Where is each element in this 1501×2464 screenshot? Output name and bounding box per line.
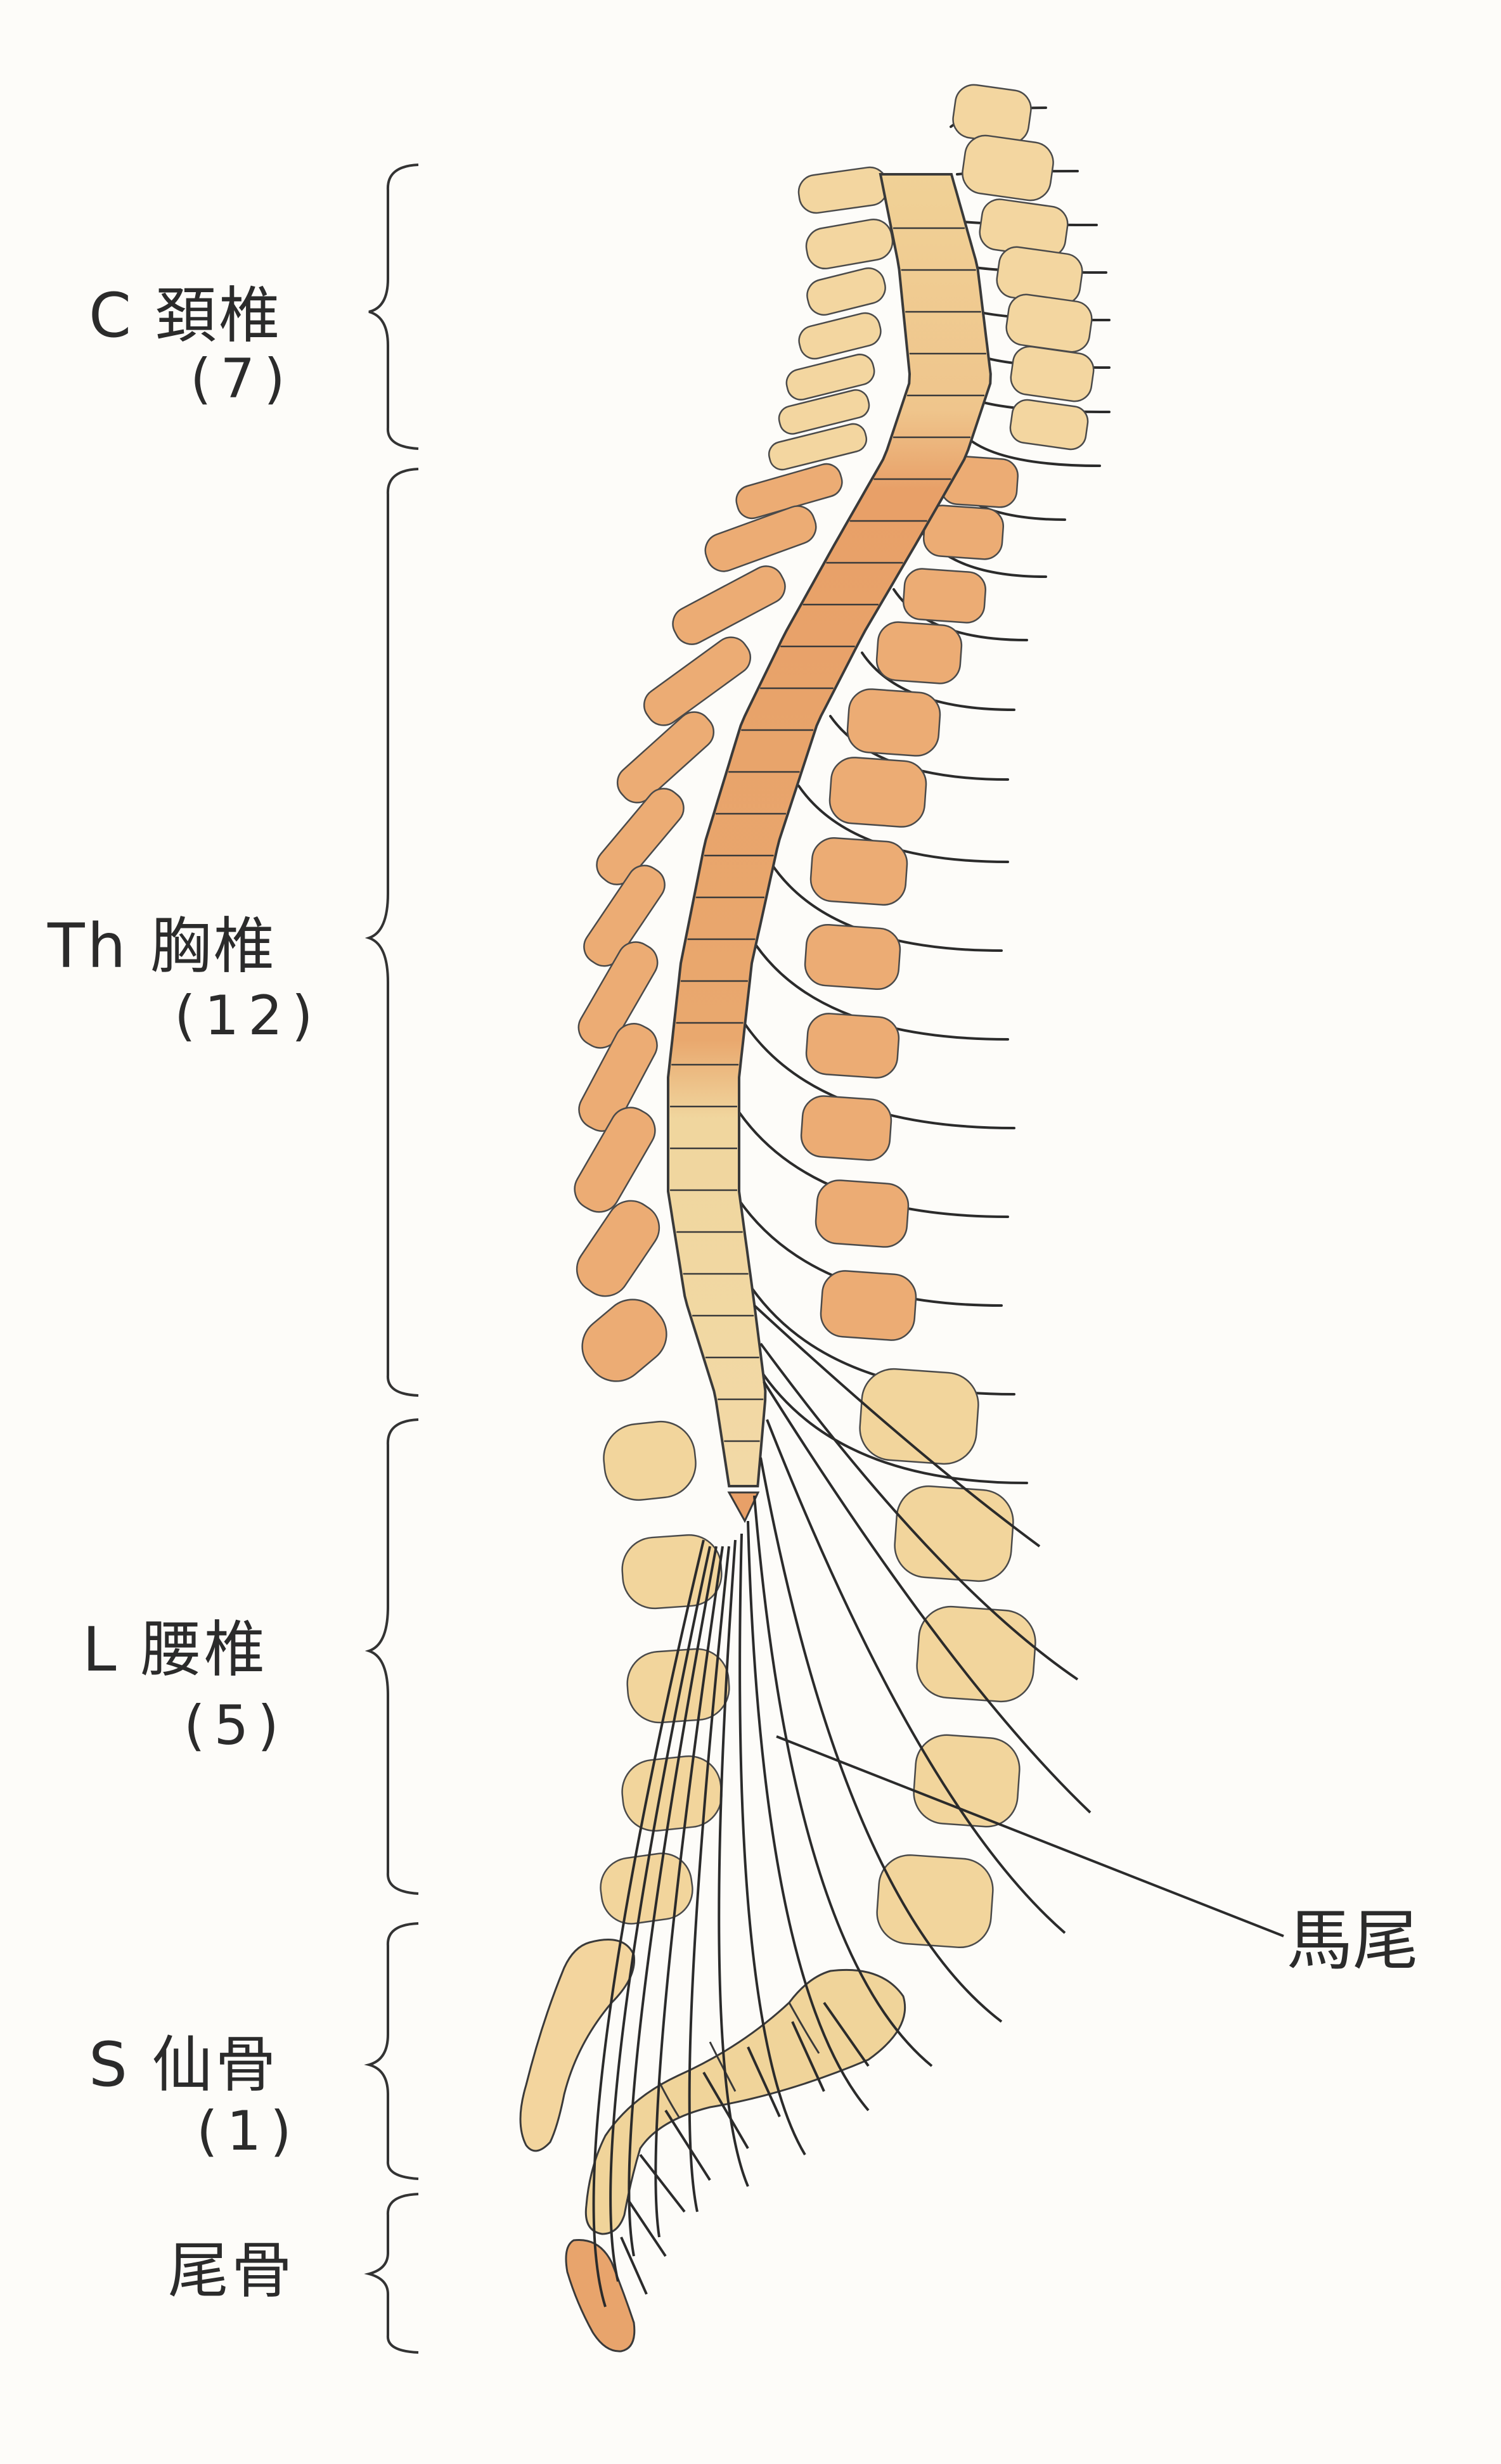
cauda-equina-strand [753, 1304, 1041, 1548]
cauda-equina-strand [766, 1419, 1066, 1934]
spinous-process [578, 1023, 658, 1132]
spinous-process [603, 1420, 697, 1501]
conus-medullaris [727, 1491, 760, 1524]
cauda-equina-label: 馬尾 [1287, 1902, 1419, 1979]
spinous-process [643, 636, 752, 726]
cauda-equina-strand [753, 1495, 933, 2067]
vertebral-body [913, 1734, 1021, 1828]
sacral-nerve-branch [823, 2001, 870, 2067]
brace-thoracic [364, 468, 419, 1397]
vertebral-body [815, 1179, 910, 1248]
vertebral-body [1005, 293, 1093, 353]
spinal-cord-outline [667, 173, 992, 1487]
brace-cervical [368, 164, 419, 450]
spinous-process [583, 864, 666, 967]
region-label-thoracic: Th 胸椎 [48, 911, 277, 982]
annotation-leader-line [776, 1735, 1284, 1937]
sacrum-segment-line [658, 2081, 681, 2119]
spinous-process [616, 711, 715, 804]
sacrum-segment-line [788, 2002, 820, 2054]
spinal-nerve [744, 1342, 1028, 1484]
vertebral-body [1010, 345, 1095, 402]
spinous-process [626, 1648, 730, 1724]
cord-segment-lines [670, 227, 986, 1442]
spinal-cord [667, 173, 992, 1524]
region-count-sacrum: (1) [196, 2100, 300, 2163]
spinal-nerve [750, 937, 1009, 1041]
cauda-equina-strand [759, 1457, 1003, 2023]
spinous-process [704, 505, 817, 572]
region-label-sacrum: S 仙骨 [89, 2029, 279, 2100]
spinous-process [672, 565, 786, 645]
spinous-process [797, 166, 889, 214]
vertebral-body [820, 1270, 917, 1341]
spinous-process [596, 788, 685, 885]
coccyx [565, 2238, 636, 2352]
spinous-process [574, 1107, 656, 1213]
spinous-process [600, 1852, 693, 1925]
spinous-process [576, 1200, 660, 1297]
cauda-equina-strand [738, 1533, 806, 2156]
vertebral-body [894, 1485, 1014, 1582]
sacral-nerve-branch [664, 2109, 711, 2181]
region-count-lumbar: (5) [184, 1694, 288, 1757]
cauda-equina-strand [688, 1546, 730, 2212]
cauda-equina-strand [592, 1539, 705, 2307]
cauda-equina-strand [628, 1546, 718, 2257]
region-count-cervical: (7) [190, 347, 294, 411]
sacral-nerve-branch [620, 2236, 648, 2295]
vertebral-body [962, 134, 1054, 202]
region-label-cervical: C 頚椎 [89, 280, 283, 351]
vertebral-body [805, 1013, 900, 1079]
region-braces [364, 164, 419, 2354]
sacral-nerve-branch [702, 2071, 749, 2150]
coccyx-bone [565, 2238, 636, 2352]
spinal-nerve [725, 1177, 1003, 1307]
spinous-process [768, 423, 868, 471]
vertebral-body [916, 1605, 1036, 1703]
spinous-process [785, 354, 875, 401]
spinous-process [805, 218, 894, 270]
spinous-process [806, 267, 886, 316]
cauda-equina [592, 1304, 1092, 2307]
brace-sacrum [364, 1922, 419, 2180]
vertebral-body [903, 568, 986, 624]
spinous-process [798, 312, 882, 360]
spinous-process [577, 941, 659, 1049]
vertebral-body [859, 1368, 979, 1465]
spinous-process [581, 1299, 667, 1382]
sacral-nerve-branch [747, 2046, 781, 2117]
spinous-process [778, 389, 870, 435]
sacrum-segment-line [709, 2041, 737, 2092]
vertebral-body [875, 621, 963, 684]
cauda-equina-strand [763, 1380, 1092, 1814]
sacral-nerve-branch [626, 2198, 667, 2257]
cauda-equina-strand [718, 1539, 749, 2187]
vertebral-bodies [800, 84, 1095, 1949]
spinal-nerve [965, 436, 1101, 467]
brace-lumbar [364, 1418, 419, 1895]
sacrum-posterior-plate [519, 1939, 636, 2152]
vertebral-body [846, 688, 941, 757]
cauda-equina-strand [759, 1342, 1079, 1681]
cauda-equina-strand [654, 1546, 724, 2238]
cauda-equina-strand [609, 1546, 711, 2282]
region-label-coccyx: 尾骨 [168, 2235, 295, 2306]
vertebral-body [809, 837, 908, 906]
sacral-nerve-branch [639, 2153, 686, 2213]
cauda-equina-strand [747, 1520, 870, 2112]
vertebral-body [800, 1095, 892, 1161]
vertebral-body [876, 1854, 994, 1949]
region-count-thoracic: (12) [174, 984, 322, 1048]
region-label-lumbar: L 腰椎 [82, 1614, 267, 1685]
spinous-processes [574, 166, 894, 1925]
spinous-process [621, 1534, 723, 1610]
sacral-nerve-branch [791, 2021, 825, 2092]
vertebral-body [1009, 399, 1089, 451]
vertebral-body [804, 923, 901, 991]
vertebral-body [828, 757, 927, 828]
brace-coccyx [364, 2193, 419, 2354]
